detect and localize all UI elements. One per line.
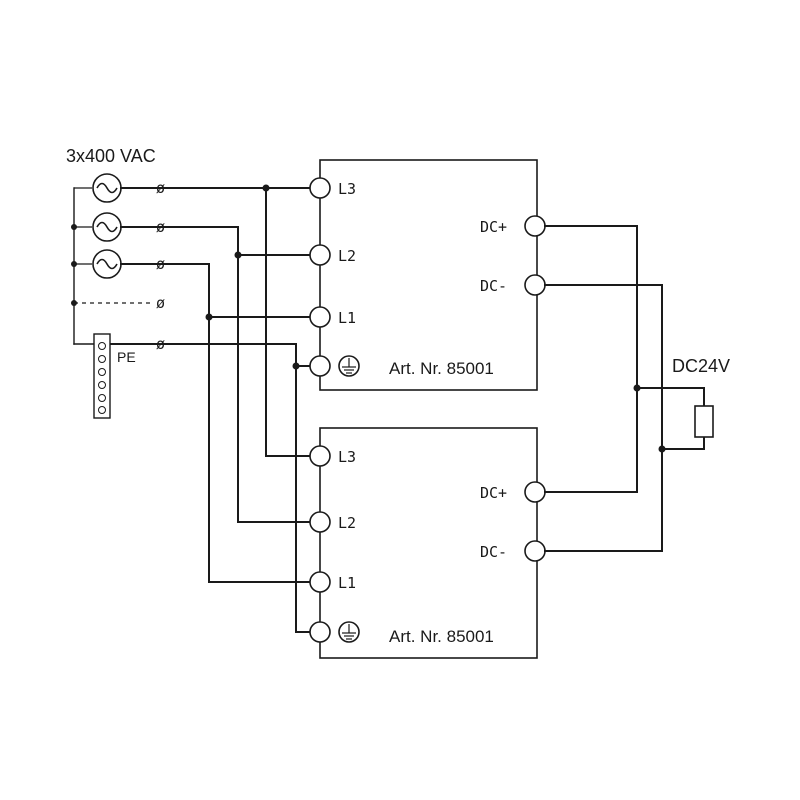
input-label-l3: L3 bbox=[338, 180, 356, 198]
pe-label: PE bbox=[117, 349, 136, 365]
fuse-symbol: ø bbox=[156, 218, 165, 236]
phase-l2-wire bbox=[120, 226, 310, 523]
dc-minus-wire-1 bbox=[544, 284, 663, 552]
ac-source-icon bbox=[92, 212, 122, 242]
load-label: DC24V bbox=[672, 356, 730, 376]
terminal-pe bbox=[309, 355, 331, 377]
terminal-dc-plus bbox=[524, 215, 546, 237]
phase-l1-wire bbox=[120, 263, 310, 583]
output-label-dc-plus: DC+ bbox=[480, 484, 507, 502]
terminal-l1 bbox=[309, 306, 331, 328]
input-label-l2: L2 bbox=[338, 514, 356, 532]
terminal-dc-plus bbox=[524, 481, 546, 503]
dc-plus-wire-1 bbox=[544, 225, 638, 493]
terminal-block-icon bbox=[93, 333, 111, 419]
terminal-l3 bbox=[309, 177, 331, 199]
output-label-dc-plus: DC+ bbox=[480, 218, 507, 236]
fuse-symbol: ø bbox=[156, 294, 165, 312]
fuse-symbol: ø bbox=[156, 335, 165, 353]
load-resistor-icon bbox=[694, 405, 714, 438]
load-plus-wire bbox=[636, 387, 705, 407]
terminal-l2 bbox=[309, 244, 331, 266]
supply-label: 3x400 VAC bbox=[66, 146, 156, 166]
terminal-l2 bbox=[309, 511, 331, 533]
ground-icon bbox=[338, 355, 360, 377]
fuse-symbol: ø bbox=[156, 179, 165, 197]
terminal-dc-minus bbox=[524, 540, 546, 562]
article-number: Art. Nr. 85001 bbox=[389, 627, 494, 646]
load-minus-wire bbox=[661, 436, 705, 450]
input-label-l3: L3 bbox=[338, 448, 356, 466]
ac-source-icon bbox=[92, 173, 122, 203]
terminal-dc-minus bbox=[524, 274, 546, 296]
fuse-symbol: ø bbox=[156, 255, 165, 273]
terminal-l3 bbox=[309, 445, 331, 467]
power-supply-unit-1: L3 L2 L1 Art. Nr. 85001 DC+ DC- bbox=[309, 159, 546, 391]
ground-icon bbox=[338, 621, 360, 643]
input-label-l1: L1 bbox=[338, 309, 356, 327]
output-label-dc-minus: DC- bbox=[480, 277, 507, 295]
power-supply-unit-2: L3 L2 L1 Art. Nr. 85001 DC+ DC- bbox=[309, 427, 546, 659]
input-label-l2: L2 bbox=[338, 247, 356, 265]
pe-wire bbox=[109, 343, 310, 633]
input-label-l1: L1 bbox=[338, 574, 356, 592]
output-label-dc-minus: DC- bbox=[480, 543, 507, 561]
terminal-pe bbox=[309, 621, 331, 643]
terminal-l1 bbox=[309, 571, 331, 593]
article-number: Art. Nr. 85001 bbox=[389, 359, 494, 378]
ac-source-icon bbox=[92, 249, 122, 279]
